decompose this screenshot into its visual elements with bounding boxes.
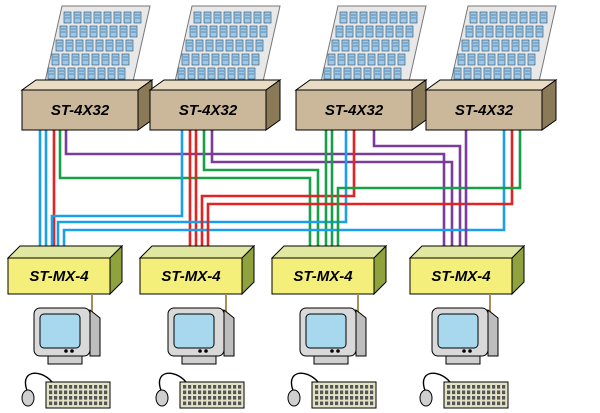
workstation xyxy=(155,294,245,409)
cable xyxy=(64,130,446,246)
cable xyxy=(62,130,506,246)
cable xyxy=(372,130,462,246)
cable xyxy=(206,130,514,246)
keyboard-icon xyxy=(45,381,111,409)
workstation xyxy=(419,294,509,409)
mx-label: ST-MX-4 xyxy=(29,268,89,285)
cable xyxy=(58,130,312,246)
server-rack-icon xyxy=(319,5,427,87)
server-racks xyxy=(43,5,557,87)
mx-box-2: ST-MX-4 xyxy=(138,244,256,296)
mx-label: ST-MX-4 xyxy=(161,268,221,285)
switch-box-2: ST-4X32 xyxy=(148,79,282,131)
cable xyxy=(200,130,356,246)
keyboard-icon xyxy=(311,381,377,409)
workstation xyxy=(287,294,377,409)
cable xyxy=(50,130,184,246)
monitor-icon xyxy=(33,307,101,365)
keyboard-icon xyxy=(179,381,245,409)
switch-label: ST-4X32 xyxy=(325,102,384,119)
workstation xyxy=(21,294,111,409)
monitor-icon xyxy=(167,307,235,365)
monitor-icon xyxy=(431,307,499,365)
workstations xyxy=(21,294,509,409)
server-rack-icon xyxy=(449,5,557,87)
mx-box-4: ST-MX-4 xyxy=(408,244,526,296)
cable xyxy=(336,130,522,246)
mx-label: ST-MX-4 xyxy=(293,268,353,285)
switch-label: ST-4X32 xyxy=(51,102,110,119)
switch-box-1: ST-4X32 xyxy=(20,79,154,131)
mouse-icon xyxy=(155,372,187,407)
switch-label: ST-4X32 xyxy=(455,102,514,119)
mx-box-1: ST-MX-4 xyxy=(6,244,124,296)
mouse-icon xyxy=(287,372,319,407)
switch-box-4: ST-4X32 xyxy=(424,79,558,131)
mouse-icon xyxy=(21,372,53,407)
mouse-icon xyxy=(419,372,451,407)
cable xyxy=(202,130,320,246)
server-rack-icon xyxy=(173,5,281,87)
mx-box-3: ST-MX-4 xyxy=(270,244,388,296)
switch-box-3: ST-4X32 xyxy=(294,79,428,131)
cables xyxy=(38,130,522,246)
mx-label: ST-MX-4 xyxy=(431,268,491,285)
switch-label: ST-4X32 xyxy=(179,102,238,119)
keyboard-icon xyxy=(443,381,509,409)
server-rack-icon xyxy=(43,5,151,87)
monitor-icon xyxy=(299,307,367,365)
